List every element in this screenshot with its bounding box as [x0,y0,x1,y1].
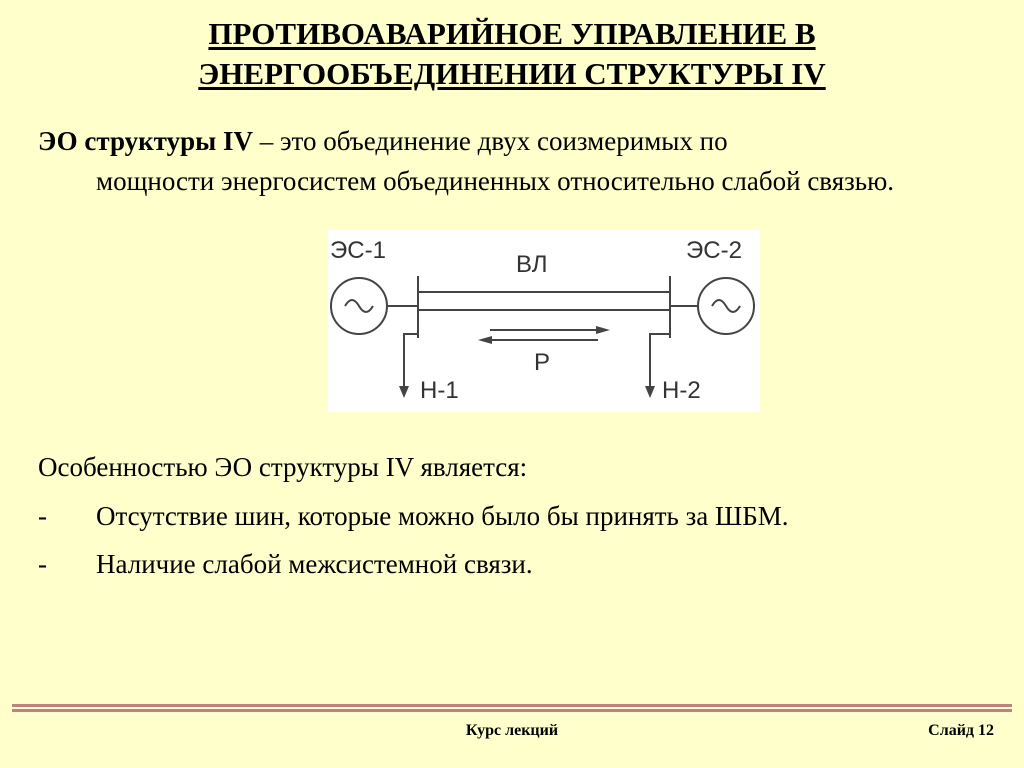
label-es2: ЭС-2 [686,237,742,264]
footer-divider-bottom [12,709,1012,712]
generator-2-icon [697,277,755,335]
label-line: ВЛ [516,251,548,278]
label-es1: ЭС-1 [330,237,386,264]
feature-text-1: Отсутствие шин, которые можно было бы пр… [96,501,789,531]
arrow-left-icon [478,336,492,344]
title-line-1: ПРОТИВОАВАРИЙНОЕ УПРАВЛЕНИЕ В [208,16,816,51]
load-2-arrow-icon [645,386,655,398]
power-flow-arrows-icon [490,329,598,341]
feature-item-1: - Отсутствие шин, которые можно было бы п… [38,496,789,536]
arrow-right-icon [596,326,610,334]
generator-1-icon [330,277,388,335]
definition-paragraph: ЭО структуры IV – это объединение двух с… [38,121,988,201]
feature-text-2: Наличие слабой межсистемной связи. [96,549,533,579]
power-system-diagram: ЭС-1 ЭС-2 ВЛ Р Н-1 Н-2 [328,230,760,412]
label-power: Р [534,349,550,376]
diagram-svg: ЭС-1 ЭС-2 ВЛ Р Н-1 Н-2 [330,237,755,404]
features-heading: Особенностью ЭО структуры IV является: [38,452,528,482]
footer-divider-top [12,704,1012,707]
footer-slide-number: Слайд 12 [928,722,994,739]
transmission-line [387,276,698,392]
load-1-arrow-icon [399,386,409,398]
title-line-2: ЭНЕРГООБЪЕДИНЕНИИ СТРУКТУРЫ IV [198,56,826,91]
feature-marker-1: - [38,501,47,531]
feature-marker-2: - [38,549,47,579]
definition-term: ЭО структуры IV [38,126,253,156]
definition-rest: мощности энергосистем объединенных относ… [96,166,895,196]
definition-start: – это объединение двух соизмеримых по [252,126,728,156]
feature-item-2: - Наличие слабой межсистемной связи. [38,544,533,584]
footer-course: Курс лекций [465,722,559,739]
label-load2: Н-2 [662,377,701,404]
label-load1: Н-1 [420,377,459,404]
slide-title: ПРОТИВОАВАРИЙНОЕ УПРАВЛЕНИЕ В ЭНЕРГООБЪЕ… [0,14,1024,94]
